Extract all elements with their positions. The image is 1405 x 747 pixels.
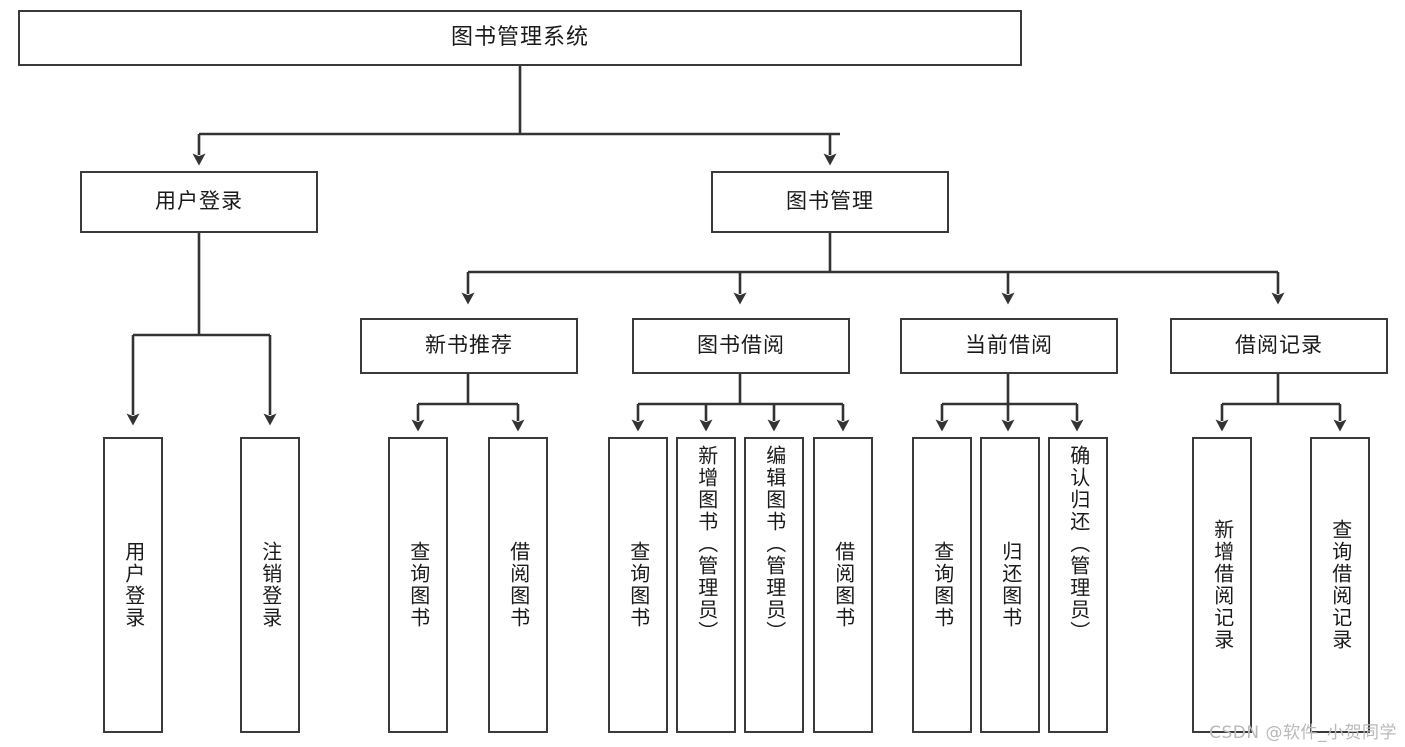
leaf-borrow-book[interactable]: 借阅图书	[813, 437, 873, 733]
node-label: 当前借阅	[965, 333, 1053, 358]
node-label: 借阅图书	[831, 541, 856, 629]
node-current-borrow[interactable]: 当前借阅	[900, 318, 1118, 374]
node-label: 新书推荐	[425, 333, 513, 358]
node-label: 图书借阅	[697, 333, 785, 358]
leaf-confirm-return-admin[interactable]: 确认归还（管理员）	[1048, 437, 1108, 733]
node-borrow-record[interactable]: 借阅记录	[1170, 318, 1388, 374]
leaf-query-book-newbook[interactable]: 查询图书	[388, 437, 448, 733]
leaf-logout-login[interactable]: 注销登录	[240, 437, 300, 733]
leaf-borrow-book-newbook[interactable]: 借阅图书	[488, 437, 548, 733]
leaf-user-login[interactable]: 用户登录	[103, 437, 163, 733]
node-label: 编辑图书（管理员）	[762, 445, 787, 643]
watermark-text: CSDN @软件_小贺同学	[1209, 723, 1397, 743]
node-label: 新增借阅记录	[1210, 519, 1235, 651]
node-label: 借阅记录	[1235, 333, 1323, 358]
node-label: 查询图书	[930, 541, 955, 629]
node-new-book-recommend[interactable]: 新书推荐	[360, 318, 578, 374]
node-label: 用户登录	[121, 541, 146, 629]
node-label: 图书管理系统	[450, 24, 589, 50]
leaf-query-book-borrow[interactable]: 查询图书	[608, 437, 668, 733]
node-user-login[interactable]: 用户登录	[80, 171, 318, 233]
node-label: 用户登录	[155, 189, 243, 214]
node-root-system[interactable]: 图书管理系统	[18, 10, 1022, 66]
node-label: 图书管理	[786, 189, 874, 214]
leaf-return-book[interactable]: 归还图书	[980, 437, 1040, 733]
leaf-edit-book-admin[interactable]: 编辑图书（管理员）	[744, 437, 804, 733]
node-label: 确认归还（管理员）	[1066, 445, 1091, 643]
node-label: 注销登录	[258, 541, 283, 629]
leaf-add-borrow-record[interactable]: 新增借阅记录	[1192, 437, 1252, 733]
node-label: 查询借阅记录	[1328, 519, 1353, 651]
leaf-query-borrow-record[interactable]: 查询借阅记录	[1310, 437, 1370, 733]
node-label: 查询图书	[406, 541, 431, 629]
node-label: 新增图书（管理员）	[694, 445, 719, 643]
node-label: 查询图书	[626, 541, 651, 629]
leaf-query-book-current[interactable]: 查询图书	[912, 437, 972, 733]
leaf-add-book-admin[interactable]: 新增图书（管理员）	[676, 437, 736, 733]
node-label: 借阅图书	[506, 541, 531, 629]
node-label: 归还图书	[998, 541, 1023, 629]
node-book-borrow[interactable]: 图书借阅	[632, 318, 850, 374]
node-book-management[interactable]: 图书管理	[711, 171, 949, 233]
